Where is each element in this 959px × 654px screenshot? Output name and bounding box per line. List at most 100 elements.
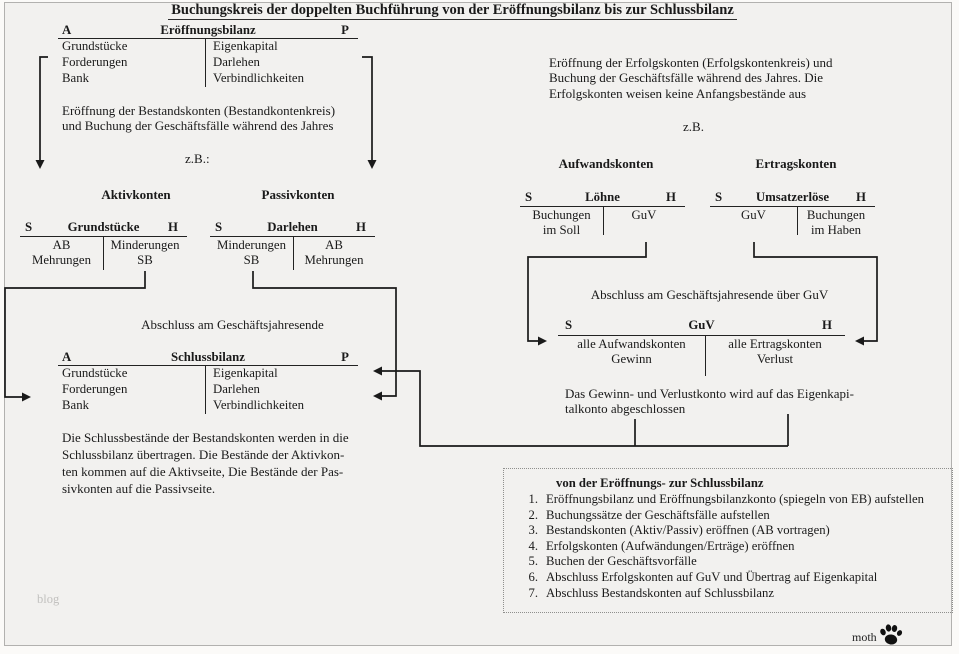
haben-label: H [168, 220, 178, 234]
closing-balance-name: Schlussbilanz [171, 350, 245, 364]
closing-balance-table: A Schlussbilanz P Grundstücke Forderunge… [58, 350, 358, 414]
opening-balance-a: A [62, 23, 72, 37]
step-number: 3. [528, 523, 538, 538]
step-text: Bestandskonten (Aktiv/Passiv) eröffnen (… [546, 523, 830, 538]
soll-cell: GuV [710, 207, 797, 235]
paw-print-icon [876, 622, 904, 652]
step-item: 4. Erfolgskonten (Aufwändungen/Erträge) … [522, 539, 948, 555]
entry: im Haben [810, 222, 862, 237]
haben-cell: Buchungen im Haben [797, 207, 875, 237]
t-account-body: AB Mehrungen Minderungen SB [20, 237, 187, 270]
guv-to-equity-note: Das Gewinn- und Verlustkonto wird auf da… [565, 386, 854, 417]
soll-cell: Minderungen SB [210, 237, 293, 270]
step-number: 1. [528, 492, 538, 506]
page-title: Buchungskreis der doppelten Buchführung … [0, 2, 905, 20]
step-text: Abschluss Erfolgskonten auf GuV und Über… [546, 569, 878, 584]
closing-balance-body: Grundstücke Forderungen Bank Eigenkapita… [58, 366, 358, 414]
t-account-umsatzerloese: S Umsatzerlöse H GuV Buchungen im Haben [710, 190, 875, 237]
t-divider [293, 237, 295, 270]
step-text: Abschluss Bestandskonten auf Schlussbila… [546, 585, 774, 600]
step-item: 3. Bestandskonten (Aktiv/Passiv) eröffne… [522, 523, 948, 539]
soll-label: S [25, 220, 33, 234]
entry: Verlust [756, 351, 794, 366]
soll-label: S [565, 318, 573, 332]
haben-cell: GuV [603, 207, 685, 235]
logo-text: moth [852, 630, 877, 644]
asset-item: Forderungen [62, 381, 128, 396]
account-name: GuV [688, 318, 715, 332]
t-divider [705, 336, 707, 376]
step-number: 4. [528, 538, 538, 553]
step-text: Buchungssätze der Geschäftsfälle aufstel… [546, 507, 770, 522]
steps-heading: von der Eröffnungs- zur Schlussbilanz [556, 476, 764, 490]
haben-label: H [356, 220, 366, 234]
opening-balance-body: Grundstücke Forderungen Bank Eigenkapita… [58, 39, 358, 87]
t-account-guv: S GuV H alle Aufwandskonten Gewinn alle … [558, 318, 845, 376]
step-number: 2. [528, 507, 538, 522]
entry: Minderungen [217, 238, 286, 252]
watermark: blog [37, 592, 60, 606]
haben-cell: Minderungen SB [103, 237, 187, 270]
entry: Buchungen [806, 208, 866, 222]
zb-left-label: z.B.: [185, 151, 210, 166]
closing-note: Die Schlussbestände der Bestandskonten w… [62, 430, 349, 496]
t-account-header: S Löhne H [520, 190, 685, 207]
step-number: 6. [528, 569, 538, 584]
opening-balance-assets: Grundstücke Forderungen Bank [58, 39, 205, 87]
entry: Buchungen [532, 208, 591, 222]
t-account-header: S Umsatzerlöse H [710, 190, 875, 207]
soll-cell: Buchungen im Soll [520, 207, 603, 237]
entry: AB [52, 238, 71, 252]
opening-accounts-note: Eröffnung der Bestandskonten (Bestandkon… [62, 103, 336, 134]
t-account-header: S Grundstücke H [20, 220, 187, 237]
closing-balance-liabilities: Eigenkapital Darlehen Verbindlichkeiten [205, 366, 358, 414]
step-number: 5. [528, 554, 538, 569]
t-divider [103, 237, 105, 270]
closing-balance-assets: Grundstücke Forderungen Bank [58, 366, 205, 414]
closing-balance-a: A [62, 350, 72, 364]
step-text: Erfolgskonten (Aufwändungen/Erträge) erö… [546, 538, 795, 553]
account-name: Darlehen [267, 220, 318, 234]
opening-balance-name: Eröffnungsbilanz [160, 23, 256, 37]
entry: GuV [631, 208, 657, 222]
opening-balance-table: A Eröffnungsbilanz P Grundstücke Forderu… [58, 23, 358, 87]
entry: alle Aufwandskonten [577, 337, 686, 351]
step-item: 1. Eröffnungsbilanz und Eröffnungsbilanz… [522, 492, 948, 508]
soll-cell: alle Aufwandskonten Gewinn [558, 336, 705, 369]
account-name: Umsatzerlöse [755, 190, 830, 204]
haben-cell: alle Ertragskonten Verlust [705, 336, 845, 369]
abschluss-left-note: Abschluss am Geschäftsjahresende [141, 317, 324, 332]
entry: GuV [741, 208, 766, 222]
t-account-header: S Darlehen H [210, 220, 375, 237]
zb-right-label: z.B. [683, 119, 704, 134]
opening-balance-header: A Eröffnungsbilanz P [58, 23, 358, 39]
step-text: Buchen der Geschäftsvorfälle [546, 554, 697, 569]
entry: AB [325, 238, 343, 252]
soll-cell: AB Mehrungen [20, 237, 103, 270]
step-item: 6. Abschluss Erfolgskonten auf GuV und Ü… [522, 570, 948, 586]
asset-item: Bank [62, 70, 90, 85]
t-account-header: S GuV H [558, 318, 845, 336]
haben-cell: AB Mehrungen [293, 237, 375, 270]
account-name: Grundstücke [67, 220, 140, 234]
entry: SB [137, 252, 153, 267]
account-name: Löhne [585, 190, 620, 204]
erfolgskonten-note: Eröffnung der Erfolgskonten (Erfolgskont… [549, 55, 833, 101]
liability-item: Darlehen [213, 381, 260, 396]
entry: im Soll [542, 222, 581, 237]
entry: Mehrungen [32, 252, 91, 267]
asset-item: Grundstücke [62, 39, 128, 53]
passivkonten-label: Passivkonten [261, 187, 335, 202]
opening-balance-liabilities: Eigenkapital Darlehen Verbindlichkeiten [205, 39, 358, 87]
liability-item: Eigenkapital [213, 39, 278, 53]
entry: alle Ertragskonten [728, 337, 822, 351]
step-item: 5. Buchen der Geschäftsvorfälle [522, 554, 948, 570]
entry: SB [243, 252, 260, 267]
liability-item: Verbindlichkeiten [213, 397, 304, 412]
t-divider [603, 207, 605, 235]
step-text: Eröffnungsbilanz und Eröffnungsbilanzkon… [546, 492, 924, 506]
haben-label: H [822, 318, 832, 332]
aktivkonten-label: Aktivkonten [101, 187, 171, 202]
t-account-body: Minderungen SB AB Mehrungen [210, 237, 375, 270]
